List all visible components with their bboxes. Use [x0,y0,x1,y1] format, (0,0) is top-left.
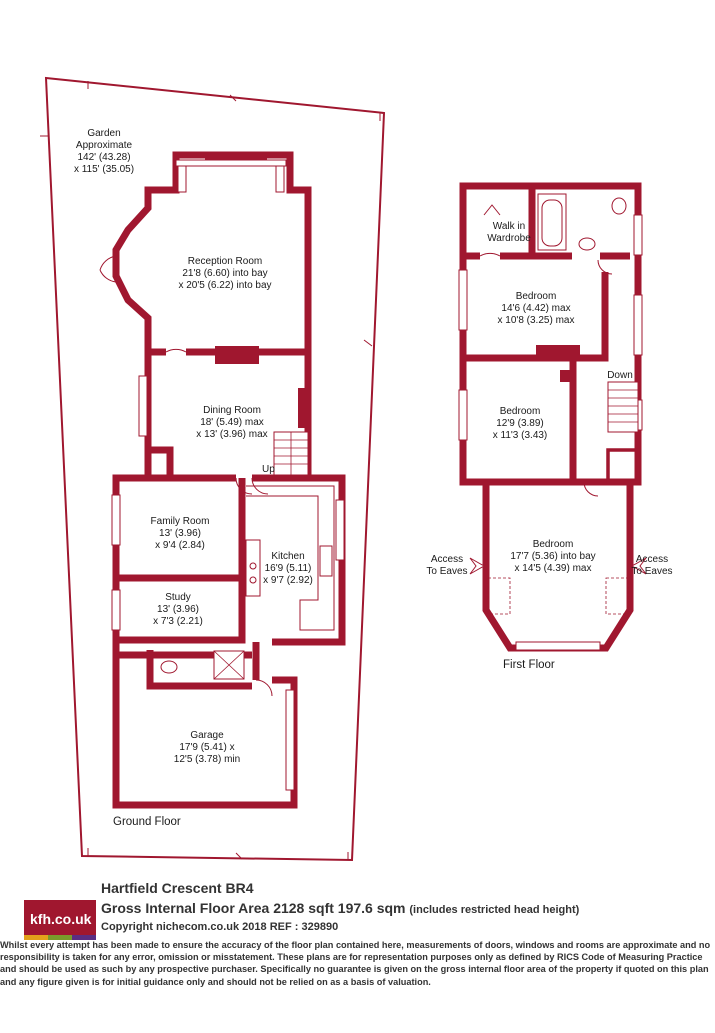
walkin-line2: Wardrobe [487,233,531,244]
family-dim2: x 9'4 (2.84) [155,540,205,551]
eaves-right-line1: Access [636,554,668,565]
logo-bar-3 [72,935,96,940]
stairs-down-label: Down [607,370,633,381]
eaves-right-line2: To Eaves [631,566,672,577]
floor-plan: Garden Approximate 142' (43.28) x 115' (… [40,76,673,862]
family-name: Family Room [151,516,210,527]
reception-name: Reception Room [188,256,262,267]
garden-dim2: x 115' (35.05) [74,164,134,175]
bed1-dim1: 14'6 (4.42) max [501,303,570,314]
bed2-dim1: 12'9 (3.89) [496,418,544,429]
garden-dim1: 142' (43.28) [77,152,130,163]
reception-dim1: 21'8 (6.60) into bay [182,268,267,279]
kfh-logo: kfh.co.uk [24,900,96,940]
eaves-left-line2: To Eaves [426,566,467,577]
floor-area: Gross Internal Floor Area 2128 sqft 197.… [101,900,579,916]
property-address: Hartfield Crescent BR4 [101,880,254,896]
ground-floor-plan [99,151,346,809]
logo-bar-1 [24,935,48,940]
window [175,159,287,167]
kitchen-dim2: x 9'7 (2.92) [263,575,313,586]
study-dim1: 13' (3.96) [157,604,199,615]
dining-name: Dining Room [203,405,261,416]
bed2-dim2: x 11'3 (3.43) [493,430,548,441]
walkin-line1: Walk in [493,221,525,232]
first-floor-label: First Floor [503,659,555,671]
footer: kfh.co.uk Hartfield Crescent BR4 Gross I… [0,876,715,1033]
bed3-dim1: 17'7 (5.36) into bay [510,551,595,562]
bed3-name: Bedroom [533,539,574,550]
kitchen-dim1: 16'9 (5.11) [265,563,312,574]
plot-boundary [44,76,386,862]
garage-dim1: 17'9 (5.41) x [179,742,234,753]
bed2-name: Bedroom [500,406,541,417]
plot-markers [40,81,381,860]
dining-dim2: x 13' (3.96) max [196,429,267,440]
bed1-dim2: x 10'8 (3.25) max [498,315,575,326]
dining-dim1: 18' (5.49) max [200,417,264,428]
ground-floor-label: Ground Floor [113,816,181,828]
bed1-name: Bedroom [516,291,557,302]
chimney-breast [205,152,267,160]
garden-title: Garden [87,128,120,139]
kitchen-name: Kitchen [271,551,304,562]
floor-area-note: (includes restricted head height) [409,904,580,916]
garage-name: Garage [190,730,224,741]
floor-area-text: Gross Internal Floor Area 2128 sqft 197.… [101,900,406,916]
study-name: Study [165,592,191,603]
study-dim2: x 7'3 (2.21) [153,616,203,627]
family-dim1: 13' (3.96) [159,528,201,539]
garden-approx: Approximate [76,140,133,151]
logo-bar-2 [48,935,72,940]
garage-dim2: 12'5 (3.78) min [174,754,240,765]
copyright: Copyright nichecom.co.uk 2018 REF : 3298… [101,921,339,933]
logo-text: kfh.co.uk [30,911,92,927]
first-floor-plan [458,182,647,652]
bed3-dim2: x 14'5 (4.39) max [515,563,592,574]
reception-dim2: x 20'5 (6.22) into bay [178,280,271,291]
disclaimer: Whilst every attempt has been made to en… [0,940,711,987]
eaves-left-line1: Access [431,554,463,565]
stairs-up-label: Up [262,464,275,475]
